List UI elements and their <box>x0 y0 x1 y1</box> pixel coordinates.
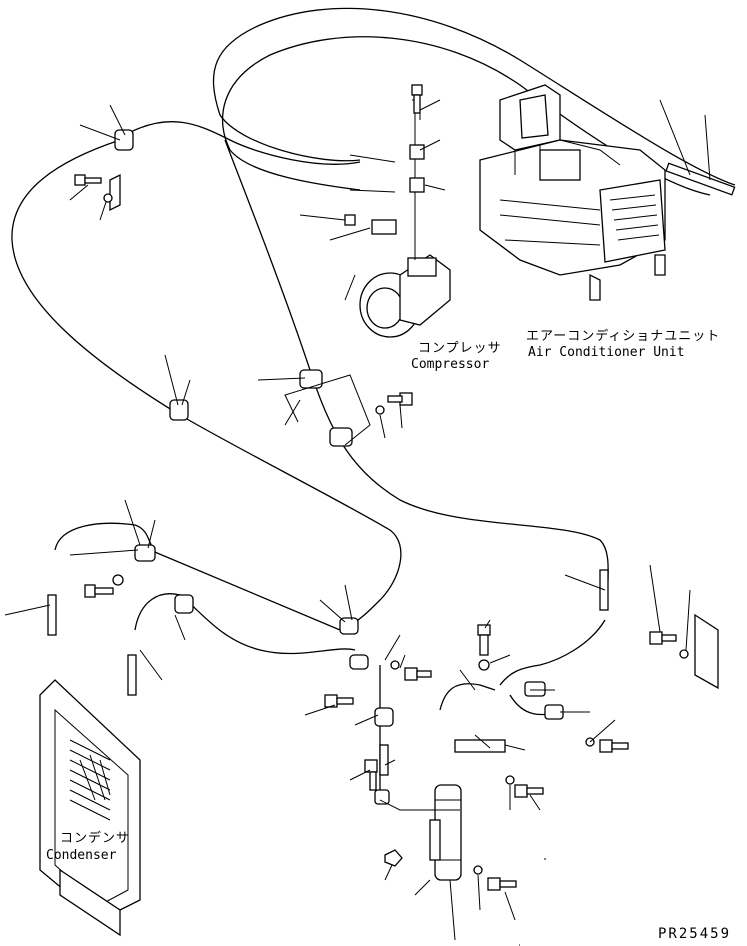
fasteners <box>47 84 736 891</box>
condenser-label-jp: コンデンサ <box>60 830 130 846</box>
nut-1 <box>384 849 403 867</box>
condenser <box>39 679 141 937</box>
fitting-1 <box>47 594 57 636</box>
fitting-5 <box>665 162 736 196</box>
compressor-label-en: Compressor <box>411 357 489 372</box>
hose-cond-b <box>134 593 356 655</box>
bolt-6 <box>324 694 354 708</box>
washer-1 <box>103 193 113 203</box>
hose-compressor-down <box>224 139 609 581</box>
washer-5 <box>390 660 400 670</box>
bolt-2 <box>411 84 423 114</box>
bolt-7 <box>404 667 432 681</box>
labels: コンプレッサ Compressor エアーコンディショナユニット Air Con… <box>46 328 731 942</box>
bolt-1 <box>74 174 102 186</box>
leader-lines <box>4 99 711 946</box>
washer-8 <box>679 649 689 659</box>
compressor <box>344 99 451 338</box>
washer-2 <box>375 405 385 415</box>
washer-4 <box>478 659 490 671</box>
hose-right-a <box>499 619 606 686</box>
bolt-3 <box>387 392 413 406</box>
hose-outer-loop <box>212 7 736 186</box>
ac-unit-label-en: Air Conditioner Unit <box>528 345 685 360</box>
air-conditioner-unit <box>479 84 666 301</box>
hose-cond-c <box>149 549 341 631</box>
condenser-label-en: Condenser <box>46 848 117 863</box>
bolt-8 <box>364 759 378 791</box>
fitting-4 <box>379 744 389 776</box>
hose-inner-loop <box>221 36 711 196</box>
washer-6 <box>505 775 515 785</box>
compressor-label-jp: コンプレッサ <box>418 341 502 356</box>
bolt-4 <box>84 584 114 598</box>
pipe-drier <box>439 683 496 711</box>
washer-9 <box>473 865 483 875</box>
hose-left-loop-b <box>124 121 361 165</box>
clamps <box>109 129 719 805</box>
bolt-10 <box>599 739 629 753</box>
fitting-2 <box>127 654 137 696</box>
washer-3 <box>112 574 124 586</box>
hose-left-loop <box>11 139 402 626</box>
receiver-drier <box>429 739 506 881</box>
hose-lines <box>11 7 736 795</box>
drawing-number: PR25459 <box>658 926 731 942</box>
bolt-11 <box>649 631 677 645</box>
bolt-12 <box>487 877 517 891</box>
bolt-9 <box>514 784 544 798</box>
bolt-5 <box>477 624 491 656</box>
ac-unit-label-jp: エアーコンディショナユニット <box>526 328 720 344</box>
